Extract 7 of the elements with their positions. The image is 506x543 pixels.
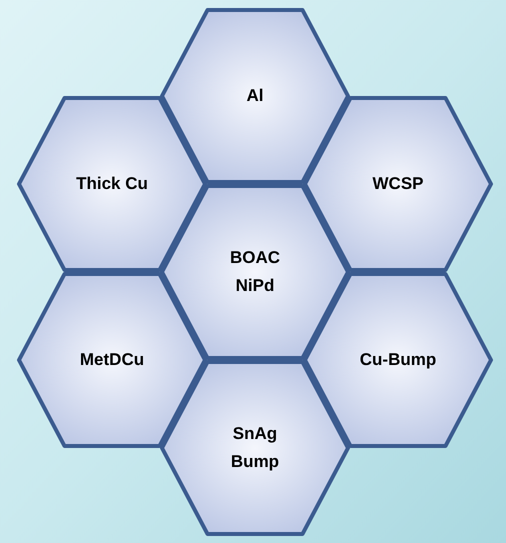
- hex-label: BOAC NiPd: [228, 247, 282, 297]
- hex-label: MetDCu: [78, 349, 146, 371]
- hex-label: Cu-Bump: [358, 349, 438, 371]
- hex-label: WCSP: [372, 173, 424, 195]
- hex-label: SnAg Bump: [230, 423, 280, 473]
- hex-label: Thick Cu: [75, 173, 149, 195]
- hex-label: Al: [246, 85, 264, 107]
